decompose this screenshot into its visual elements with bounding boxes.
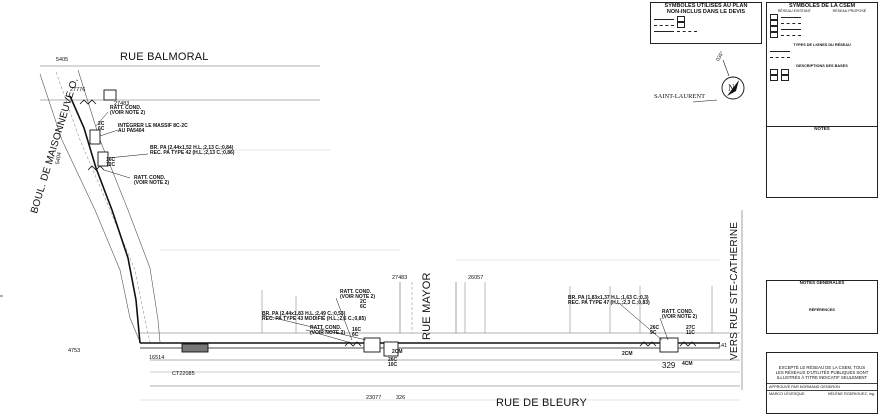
north-arrow <box>692 59 745 103</box>
street-bleury: RUE DE BLEURY <box>496 397 588 409</box>
id-141: 141 <box>718 343 728 349</box>
street-ste-catherine: VERS RUE STE-CATHERINE <box>729 221 740 360</box>
id-5405: 5405 <box>56 57 69 63</box>
id-329: 329 <box>662 361 676 370</box>
duct-count-j: 4CM <box>682 361 693 367</box>
duct-count-e: 2CM <box>392 349 403 355</box>
callout-ratt-5: RATT. COND.(VOIR NOTE 2) <box>662 309 698 320</box>
chamber-mayor <box>383 341 399 357</box>
structure-block <box>181 343 209 353</box>
horizontal-corridor <box>140 332 740 387</box>
id-4753: 4753 <box>68 348 81 354</box>
balmoral-corridor <box>40 65 320 101</box>
street-mayor: RUE MAYOR <box>421 272 433 340</box>
callout-ratt-1: RATT. COND.(VOIR NOTE 2) <box>110 105 146 116</box>
vertical-branches <box>261 282 713 333</box>
leader-lines <box>95 111 669 343</box>
chamber-pa43 <box>363 337 381 353</box>
duct-count-i: 2CM <box>622 351 633 357</box>
chamber-pa42 <box>97 151 109 167</box>
legend-general-notes: NOTES GÉNÉRALES RÉFÉRENCES <box>766 280 878 334</box>
callout-ratt-4: RATT. COND.(VOIR NOTE 2) <box>310 325 346 336</box>
chamber-pa5404 <box>89 129 101 145</box>
csem-duct-run <box>69 95 720 344</box>
legend-csem-symbols: SYMBOLES DE LA CSEM RÉSEAU EXISTANT RÉSE… <box>766 2 878 136</box>
id-26057: 26057 <box>468 275 484 281</box>
street-balmoral: RUE BALMORAL <box>120 51 209 63</box>
callout-br-pa43: BR. PA (2,44x1,83 H.L.;2,49 C.;0,53)REC.… <box>262 311 366 322</box>
callout-br-pa42: BR. PA (2,44x1,52 H.L.;2,13 C.;0,84)REC.… <box>150 145 235 156</box>
id-23077: 23077 <box>366 395 382 401</box>
mayor-corridor <box>399 282 457 333</box>
callout-ratt-2: RATT. COND.(VOIR NOTE 2) <box>134 175 170 186</box>
title-block: EXCEPTÉ LE RÉSEAU DE LA CSEM, TOUS LES R… <box>766 352 878 414</box>
id-16514: 16514 <box>149 355 165 361</box>
id-27483-b: 27483 <box>392 275 408 281</box>
chambers <box>89 89 679 357</box>
tie-in-hatches <box>79 99 697 347</box>
chamber-pa47 <box>659 337 679 353</box>
id-27776: 27776 <box>70 87 86 93</box>
north-letter: N <box>728 83 735 93</box>
legend-plan-symbols: SYMBOLES UTILISÉS AU PLAN NON-INCLUS DAN… <box>650 2 762 44</box>
saint-laurent-label: SAINT-LAURENT <box>654 93 706 100</box>
id-ct22085: CT22085 <box>172 371 195 377</box>
chamber-pa5405 <box>103 89 117 101</box>
id-326: 326 <box>396 395 406 401</box>
property-lines <box>140 149 740 401</box>
callout-ratt-3: RATT. COND.(VOIR NOTE 2) <box>340 289 376 300</box>
callout-br-pa47: BR. PA (1,83x1,37 H.L.;1,63 C.;0,3)REC. … <box>568 295 650 306</box>
legend-notes: NOTES <box>766 126 878 198</box>
id-27483-a: 27483 <box>114 101 130 107</box>
